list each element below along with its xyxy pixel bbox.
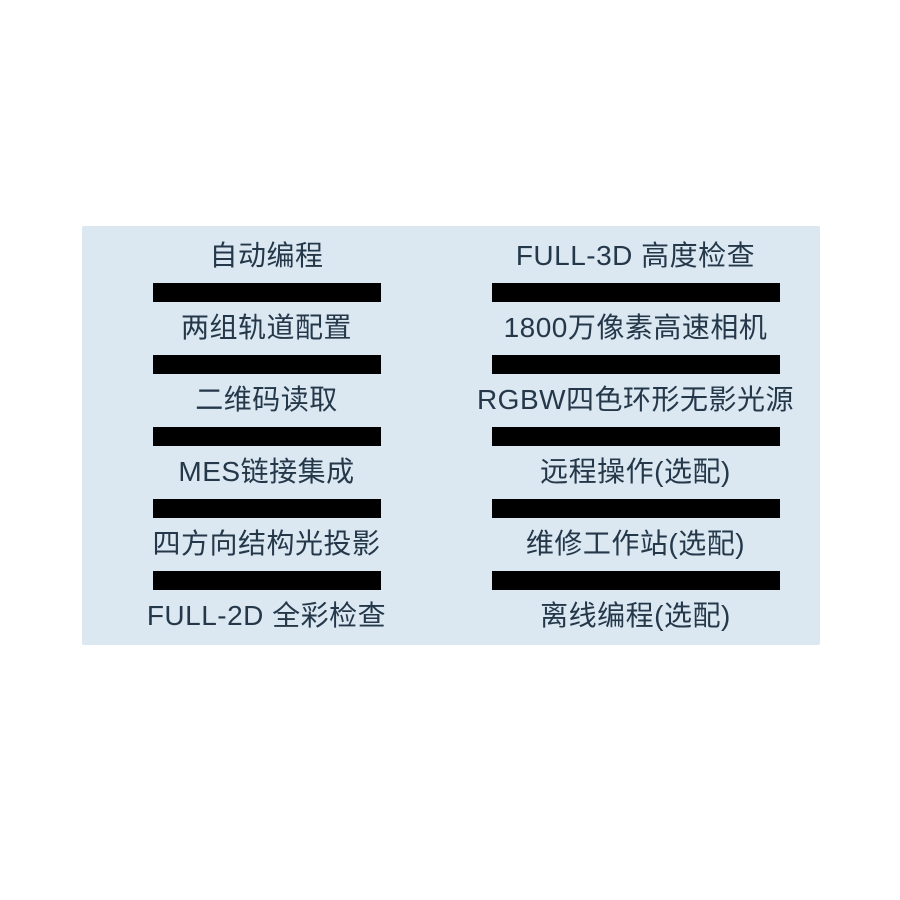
feature-item: 二维码读取 [195, 384, 338, 415]
feature-item: 远程操作(选配) [540, 456, 731, 487]
feature-item: 四方向结构光投影 [152, 528, 381, 559]
feature-item: 离线编程(选配) [540, 600, 731, 631]
divider-bar [491, 282, 780, 302]
divider-bar [152, 570, 381, 590]
divider-bar [491, 498, 780, 518]
feature-item: FULL-2D 全彩检查 [146, 600, 387, 631]
feature-column-left: 自动编程 两组轨道配置 二维码读取 MES链接集成 四方向结构光投影 FULL-… [82, 238, 451, 634]
feature-item: 自动编程 [209, 240, 324, 271]
divider-bar [152, 282, 381, 302]
feature-item: RGBW四色环形无影光源 [476, 384, 795, 415]
feature-item: MES链接集成 [178, 456, 355, 487]
divider-bar [491, 354, 780, 374]
divider-bar [152, 426, 381, 446]
divider-bar [491, 426, 780, 446]
feature-item: 1800万像素高速相机 [503, 312, 768, 343]
feature-item: FULL-3D 高度检查 [515, 240, 756, 271]
feature-item: 维修工作站(选配) [525, 528, 746, 559]
feature-column-right: FULL-3D 高度检查 1800万像素高速相机 RGBW四色环形无影光源 远程… [451, 238, 820, 634]
feature-panel: 自动编程 两组轨道配置 二维码读取 MES链接集成 四方向结构光投影 FULL-… [82, 226, 820, 645]
divider-bar [152, 354, 381, 374]
divider-bar [152, 498, 381, 518]
divider-bar [491, 570, 780, 590]
feature-item: 两组轨道配置 [180, 312, 352, 343]
